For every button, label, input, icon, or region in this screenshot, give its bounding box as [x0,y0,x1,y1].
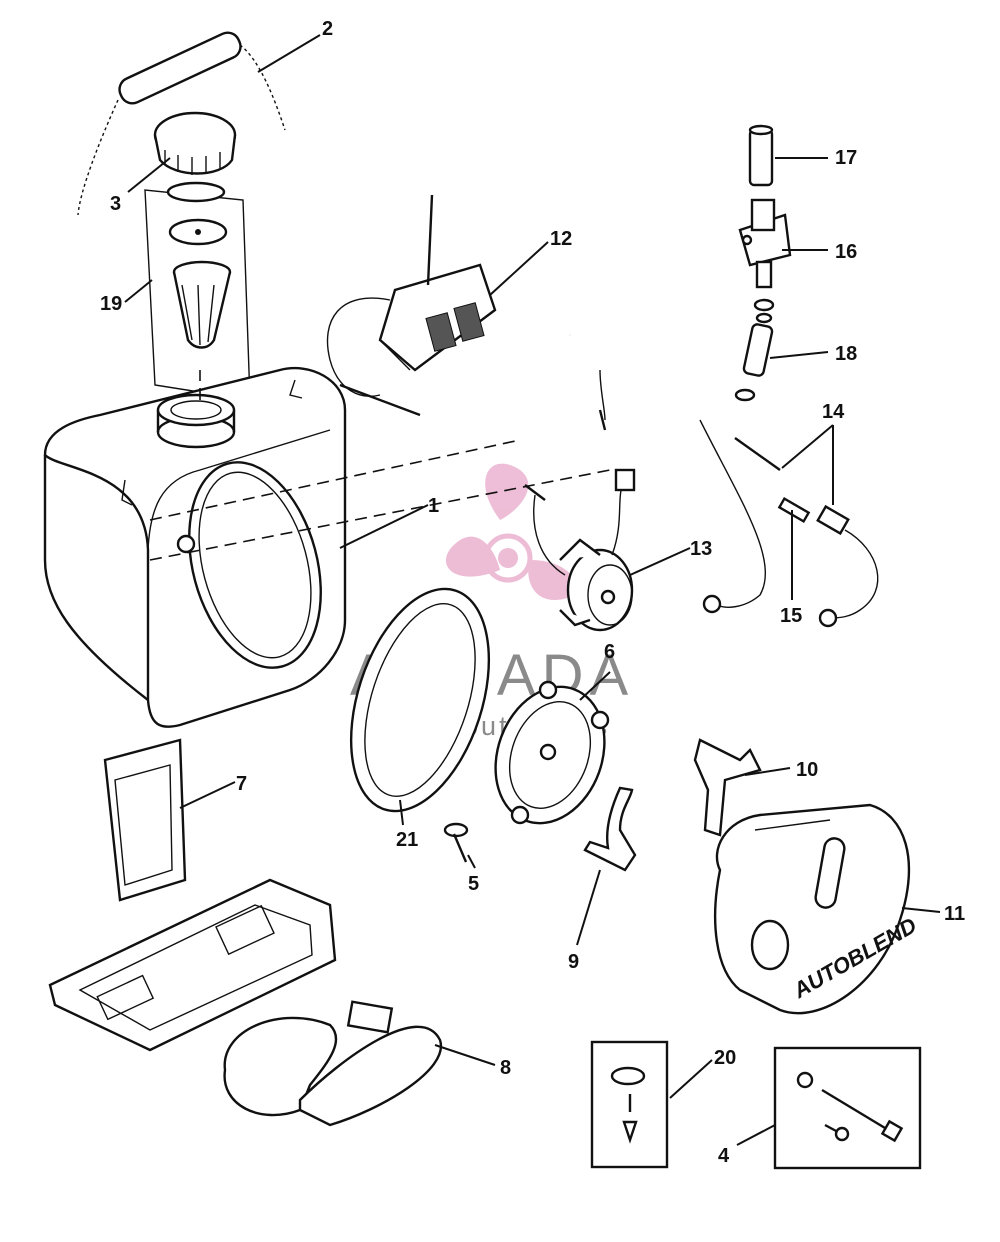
callout-20: 20 [714,1047,736,1069]
part-1-oil-tank [43,366,347,728]
callout-12: 12 [550,228,572,250]
callout-4: 4 [718,1145,730,1167]
part-21-gasket [349,587,491,813]
callout-8: 8 [500,1057,511,1079]
part-4-hardware-kit [773,1046,922,1170]
callout-3: 3 [110,193,121,215]
part-2-tether-strap [77,31,286,216]
callout-21: 21 [396,829,418,851]
callout-14: 14 [822,401,845,423]
callout-13: 13 [690,538,712,560]
part-5-screw [443,822,469,863]
callout-numbers: 2 3 19 12 17 16 18 14 1 13 15 6 7 10 21 … [100,18,965,1167]
callout-11: 11 [944,903,965,925]
wiring-harness [561,309,879,628]
part-11-cover: AUTOBLEND [713,803,921,1015]
part-9-clip [583,786,637,872]
callout-5: 5 [468,873,479,895]
part-17-hose [748,124,774,187]
callout-19: 19 [100,293,122,315]
callout-18: 18 [835,343,857,365]
part-7-mounting-bracket [48,738,337,1052]
callout-6: 6 [604,641,615,663]
part-19-filter-assembly [144,181,251,401]
callout-2: 2 [322,18,333,40]
callout-9: 9 [568,951,579,973]
leader-lines [124,34,941,1146]
callout-7: 7 [236,773,247,795]
part-3-fill-cap [153,111,237,175]
callout-15: 15 [780,605,802,627]
part-8-strap [223,1000,443,1127]
callout-16: 16 [835,241,857,263]
callout-10: 10 [796,759,818,781]
callout-1: 1 [428,495,439,517]
propeller-icon [445,463,576,600]
part-12-sensor-box [326,194,497,417]
part-6-diaphragm-cover [494,680,610,825]
callout-17: 17 [835,147,857,169]
tank-neck [156,393,236,449]
part-16-check-valve [738,198,792,324]
part-13-pump-motor [524,409,636,632]
part-20-hardware-kit [590,1040,669,1169]
part-10-bracket [693,738,762,837]
part-18-hose [734,323,774,402]
